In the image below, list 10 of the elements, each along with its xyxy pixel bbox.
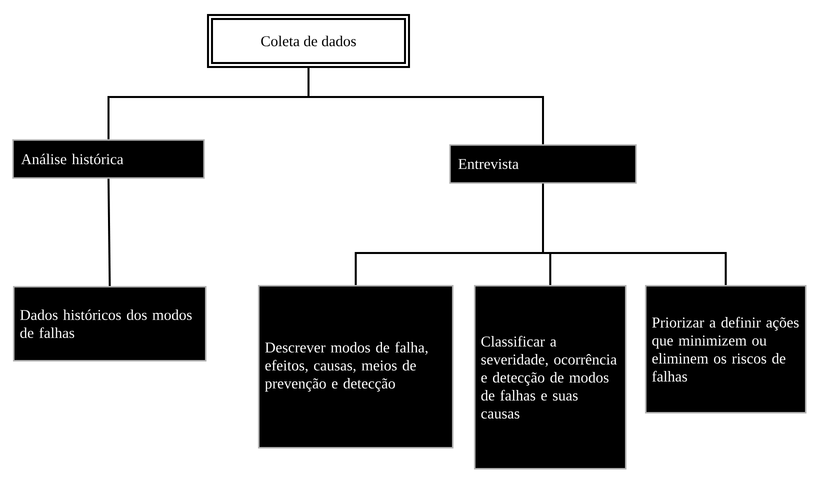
title-box: Coleta de dados	[207, 14, 410, 68]
description-box: Descrever modos de falha, efeitos, causas, meios de prevenção e detecção	[258, 285, 454, 448]
description-box: Priorizar a definir ações que minimizem ou eliminem os riscos de falhas	[645, 285, 806, 414]
category-box: Entrevista	[449, 144, 637, 184]
description-box: Classificar a severidade, ocorrência e detecção de modos de falhas e suas causas	[474, 285, 626, 470]
category-box: Análise histórica	[12, 139, 205, 179]
connector-line	[308, 66, 544, 144]
description-box: Dados históricos dos modos de falhas	[13, 286, 206, 362]
connector-line	[108, 178, 111, 286]
connector-line	[542, 184, 727, 285]
